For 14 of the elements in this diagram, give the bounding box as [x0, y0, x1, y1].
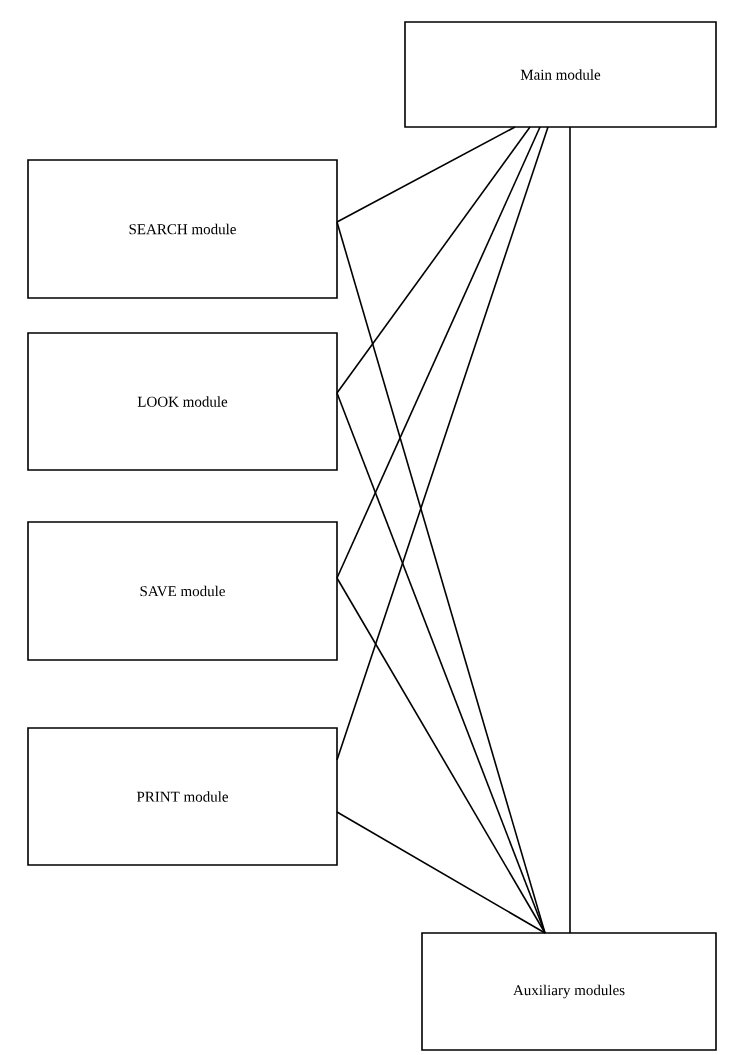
- connector-line: [336, 126, 516, 223]
- connector-line: [336, 126, 549, 761]
- module-box: SAVE module: [27, 521, 338, 661]
- connector-line: [336, 126, 541, 579]
- module-box: SEARCH module: [27, 159, 338, 299]
- connector-line: [336, 577, 546, 934]
- connector-line: [336, 126, 531, 394]
- connector-line: [336, 811, 546, 934]
- module-box: LOOK module: [27, 332, 338, 471]
- module-box: Auxiliary modules: [421, 932, 717, 1051]
- connector-line: [569, 126, 571, 934]
- connector-line: [336, 392, 546, 934]
- module-box: PRINT module: [27, 727, 338, 866]
- module-box: Main module: [404, 21, 717, 128]
